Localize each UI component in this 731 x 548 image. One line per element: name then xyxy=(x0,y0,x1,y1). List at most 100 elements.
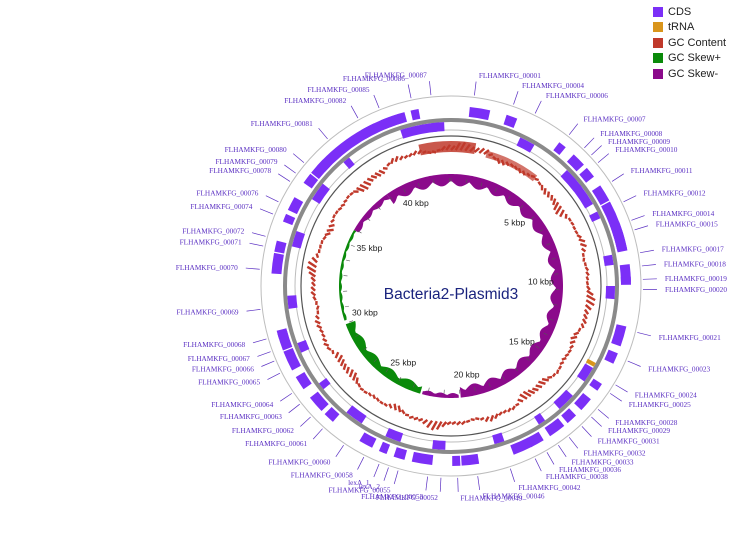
gene-leader-line xyxy=(597,153,610,163)
cds-feature-arrow xyxy=(311,183,330,204)
gene-leader-line xyxy=(383,467,389,481)
gene-label: FLHAMKFG_00017 xyxy=(662,245,724,254)
gene-label: FLHAMKFG_00055 xyxy=(329,485,391,494)
gene-leader-line xyxy=(439,477,442,492)
cds-feature-arrow xyxy=(566,154,584,172)
minor-tick xyxy=(543,332,548,336)
kbp-tick-label: 20 kbp xyxy=(454,370,480,380)
gc-content-peak xyxy=(418,141,477,156)
legend-item-gc-skew-pos: GC Skew+ xyxy=(653,51,726,67)
gene-leader-line xyxy=(627,360,641,367)
cds-feature-arrow xyxy=(534,412,546,425)
gene-label: FLHAMKFG_00009 xyxy=(608,137,670,146)
gene-leader-line xyxy=(292,153,305,163)
cds-feature-arrow xyxy=(411,451,434,466)
gene-label: FLHAMKFG_00062 xyxy=(232,426,294,435)
gene-leader-line xyxy=(245,267,260,270)
gene-leader-line xyxy=(251,232,266,237)
legend-label: tRNA xyxy=(668,21,695,34)
kbp-tick-label: 35 kbp xyxy=(357,243,383,253)
gene-label: FLHAMKFG_00049 xyxy=(460,493,522,502)
minor-tick xyxy=(428,387,430,392)
cds-feature-arrow xyxy=(605,286,615,300)
legend-item-gc-content: GC Content xyxy=(653,35,726,51)
minor-tick xyxy=(417,182,420,187)
cds-feature-arrow xyxy=(287,197,304,215)
cds-feature-arrow xyxy=(317,112,408,173)
gc-skew-positive-region xyxy=(345,320,423,394)
minor-tick xyxy=(546,243,551,246)
cds-feature-arrow xyxy=(591,185,610,206)
minor-tick xyxy=(349,320,354,323)
gene-label: FLHAMKFG_00076 xyxy=(196,189,258,198)
legend-swatch-trna xyxy=(653,22,663,33)
gene-label: FLHAMKFG_00074 xyxy=(190,202,252,211)
gene-leader-line xyxy=(429,81,432,96)
gene-label: lexA_2 xyxy=(358,482,380,491)
gene-leader-line xyxy=(597,409,610,419)
map-title: Bacteria2-Plasmid3 xyxy=(384,286,518,303)
minor-tick xyxy=(488,382,491,387)
cds-feature-arrow xyxy=(620,276,631,285)
gc-skew-track xyxy=(339,174,563,398)
gene-label: FLHAMKFG_00029 xyxy=(608,426,670,435)
gene-leader-line xyxy=(278,173,291,182)
cds-feature-arrow xyxy=(589,378,602,391)
gene-leader-line xyxy=(312,428,323,440)
gene-label: FLHAMKFG_00085 xyxy=(308,85,370,94)
gene-leader-line xyxy=(261,360,275,367)
cds-feature-arrow xyxy=(461,453,480,466)
cds-feature-arrow xyxy=(324,407,340,422)
gene-label: FLHAMKFG_00081 xyxy=(251,119,313,128)
gene-leader-line xyxy=(534,458,542,472)
minor-tick xyxy=(373,358,378,362)
gene-leader-line xyxy=(373,463,380,478)
cds-feature-track xyxy=(271,106,631,466)
gene-label: FLHAMKFG_00011 xyxy=(631,166,693,175)
legend-swatch-gc-content xyxy=(653,37,663,48)
backbone-ring xyxy=(300,135,602,437)
cds-feature-arrow xyxy=(309,391,329,412)
backbone-ring xyxy=(260,95,642,477)
gene-leader-line xyxy=(640,249,654,254)
cds-feature-arrow xyxy=(343,157,355,170)
gene-label: FLHAMKFG_00020 xyxy=(665,285,727,294)
gene-label: FLHAMKFG_00042 xyxy=(519,483,581,492)
gene-leader-line xyxy=(568,123,579,135)
gene-label: FLHAMKFG_00008 xyxy=(600,129,662,138)
legend: CDS tRNA GC Content GC Skew+ GC Skew- xyxy=(653,4,726,82)
gene-leader-line xyxy=(615,384,628,393)
gene-label: FLHAMKFG_00060 xyxy=(268,457,330,466)
kbp-tick-label: 25 kbp xyxy=(390,357,416,367)
gene-label: FLHAMKFG_00028 xyxy=(615,418,677,427)
backbone-ring xyxy=(283,118,619,454)
minor-tick xyxy=(344,305,350,308)
gene-label: FLHAMKFG_00080 xyxy=(225,145,287,154)
gene-leader-line xyxy=(513,91,519,105)
gene-leader-line xyxy=(634,225,649,231)
minor-tick xyxy=(377,206,381,210)
gene-leader-line xyxy=(637,332,651,337)
cds-feature-arrow xyxy=(492,432,505,445)
gene-leader-line xyxy=(477,476,481,491)
gene-leader-line xyxy=(641,264,656,267)
minor-tick xyxy=(398,377,402,381)
gene-label: FLHAMKFG_00031 xyxy=(598,437,660,446)
gene-leader-line xyxy=(393,470,399,485)
minor-tick xyxy=(385,368,389,373)
gene-leader-line xyxy=(568,437,579,449)
gene-label: FLHAMKFG_00082 xyxy=(284,96,346,105)
minor-tick xyxy=(480,182,483,187)
backbone-rings xyxy=(260,95,642,477)
cds-feature-arrow xyxy=(274,240,287,254)
cds-feature-arrow xyxy=(510,437,533,455)
gene-leader-line xyxy=(558,444,567,457)
gene-leader-line xyxy=(373,94,380,109)
legend-swatch-gc-skew-neg xyxy=(653,68,663,79)
cds-feature-arrow xyxy=(589,211,601,222)
gene-label: FLHAMKFG_00086 xyxy=(343,74,405,83)
gene-leader-line xyxy=(318,127,328,140)
gene-leader-line xyxy=(591,145,602,156)
